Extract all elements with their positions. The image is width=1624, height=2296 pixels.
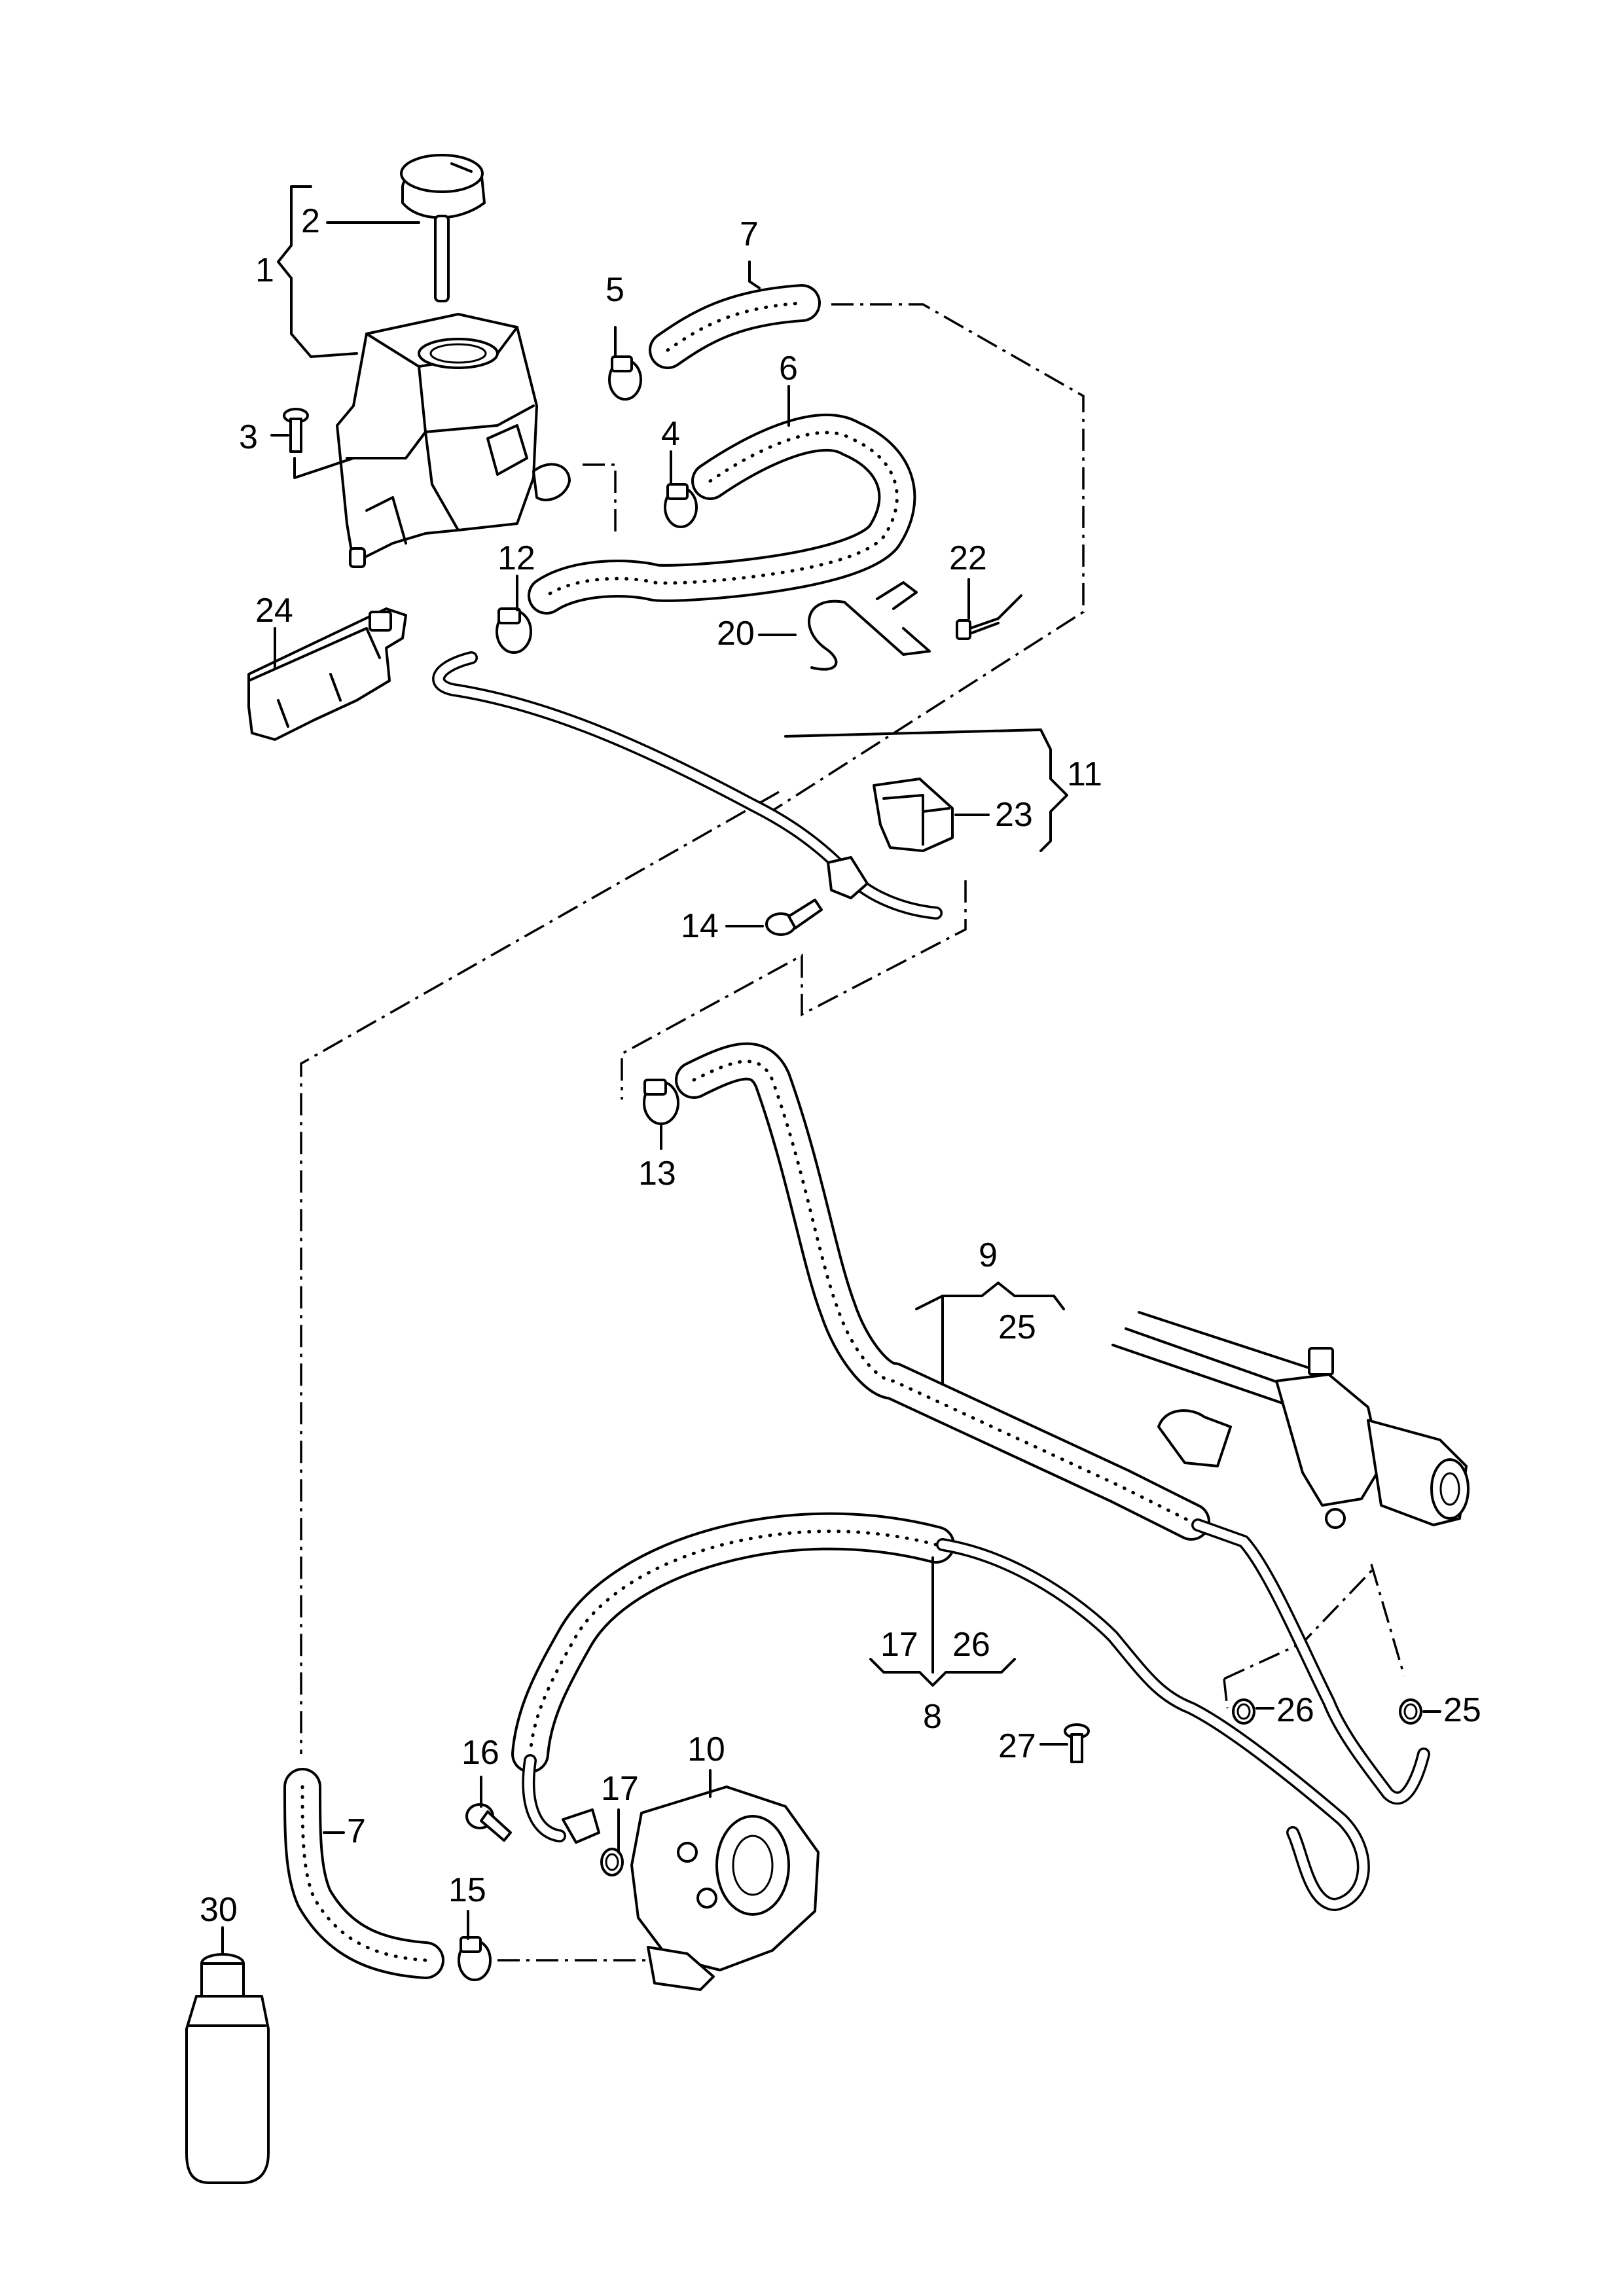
clamp-15 bbox=[458, 1936, 492, 1981]
callout-11: 11 bbox=[1067, 755, 1102, 793]
bolt-27 bbox=[1064, 1723, 1090, 1763]
callout-13: 13 bbox=[638, 1155, 676, 1193]
callout-4: 4 bbox=[661, 415, 680, 453]
callout-22: 22 bbox=[949, 539, 987, 577]
pipe-pressure-to-pump bbox=[522, 1754, 566, 1842]
routing-lines bbox=[300, 303, 1405, 1962]
callout-27: 27 bbox=[998, 1727, 1036, 1765]
seal-25 bbox=[1399, 1698, 1422, 1725]
bolt-3 bbox=[283, 408, 309, 453]
bolt-16 bbox=[465, 1803, 512, 1842]
power-steering-pump bbox=[562, 1785, 820, 1991]
hose-7-upper bbox=[649, 284, 821, 369]
pipe-return-to-rack bbox=[1191, 1518, 1430, 1805]
pipe-pressure-to-rack bbox=[936, 1538, 1370, 1911]
clamp-5 bbox=[608, 355, 642, 401]
callout-25a: 25 bbox=[998, 1308, 1036, 1346]
clamp-4 bbox=[664, 483, 698, 528]
callout-17b: 17 bbox=[601, 1770, 639, 1808]
hose-9-return bbox=[675, 1042, 1210, 1541]
bracket-24 bbox=[247, 607, 407, 741]
callout-10: 10 bbox=[687, 1731, 725, 1768]
callout-24: 24 bbox=[255, 592, 293, 630]
callout-6: 6 bbox=[779, 350, 798, 387]
fluid-bottle bbox=[185, 1953, 270, 2184]
callout-8: 8 bbox=[923, 1698, 942, 1736]
hose-6 bbox=[528, 414, 916, 615]
callout-30: 30 bbox=[200, 1891, 238, 1929]
callout-20: 20 bbox=[717, 615, 755, 653]
callout-12: 12 bbox=[497, 539, 535, 577]
fastener-22 bbox=[956, 594, 1022, 640]
hose-8-pressure bbox=[511, 1512, 955, 1773]
leader-lines bbox=[221, 185, 1441, 1955]
callout-7a: 7 bbox=[740, 215, 759, 253]
clamp-12 bbox=[496, 607, 532, 654]
reservoir-assembly bbox=[336, 313, 571, 568]
seal-17 bbox=[600, 1848, 624, 1876]
callout-9: 9 bbox=[979, 1236, 998, 1274]
callout-25b: 25 bbox=[1443, 1691, 1481, 1729]
callout-26a: 26 bbox=[952, 1626, 990, 1664]
callout-14: 14 bbox=[681, 907, 719, 945]
callout-5: 5 bbox=[605, 271, 624, 309]
callout-26b: 26 bbox=[1276, 1691, 1314, 1729]
retaining-spring-20 bbox=[808, 581, 931, 671]
screw-14 bbox=[765, 899, 823, 936]
clamp-13 bbox=[643, 1079, 679, 1125]
seal-26 bbox=[1232, 1698, 1255, 1725]
pipe-holder bbox=[827, 856, 869, 899]
callout-2: 2 bbox=[301, 202, 320, 240]
callout-17a: 17 bbox=[880, 1626, 918, 1664]
callout-15: 15 bbox=[448, 1871, 486, 1909]
steering-rack bbox=[1111, 1311, 1470, 1529]
callout-1: 1 bbox=[255, 251, 274, 289]
hose-7-lower bbox=[283, 1768, 444, 1979]
callout-7b: 7 bbox=[347, 1812, 366, 1850]
bracket-23 bbox=[873, 778, 954, 852]
callout-16: 16 bbox=[461, 1734, 499, 1772]
callout-23: 23 bbox=[995, 796, 1033, 834]
callout-labels: 1 2 3 5 7 6 4 12 22 24 20 11 23 14 13 9 … bbox=[200, 202, 1481, 1929]
reservoir-cap bbox=[400, 154, 486, 302]
callout-3: 3 bbox=[239, 418, 258, 456]
